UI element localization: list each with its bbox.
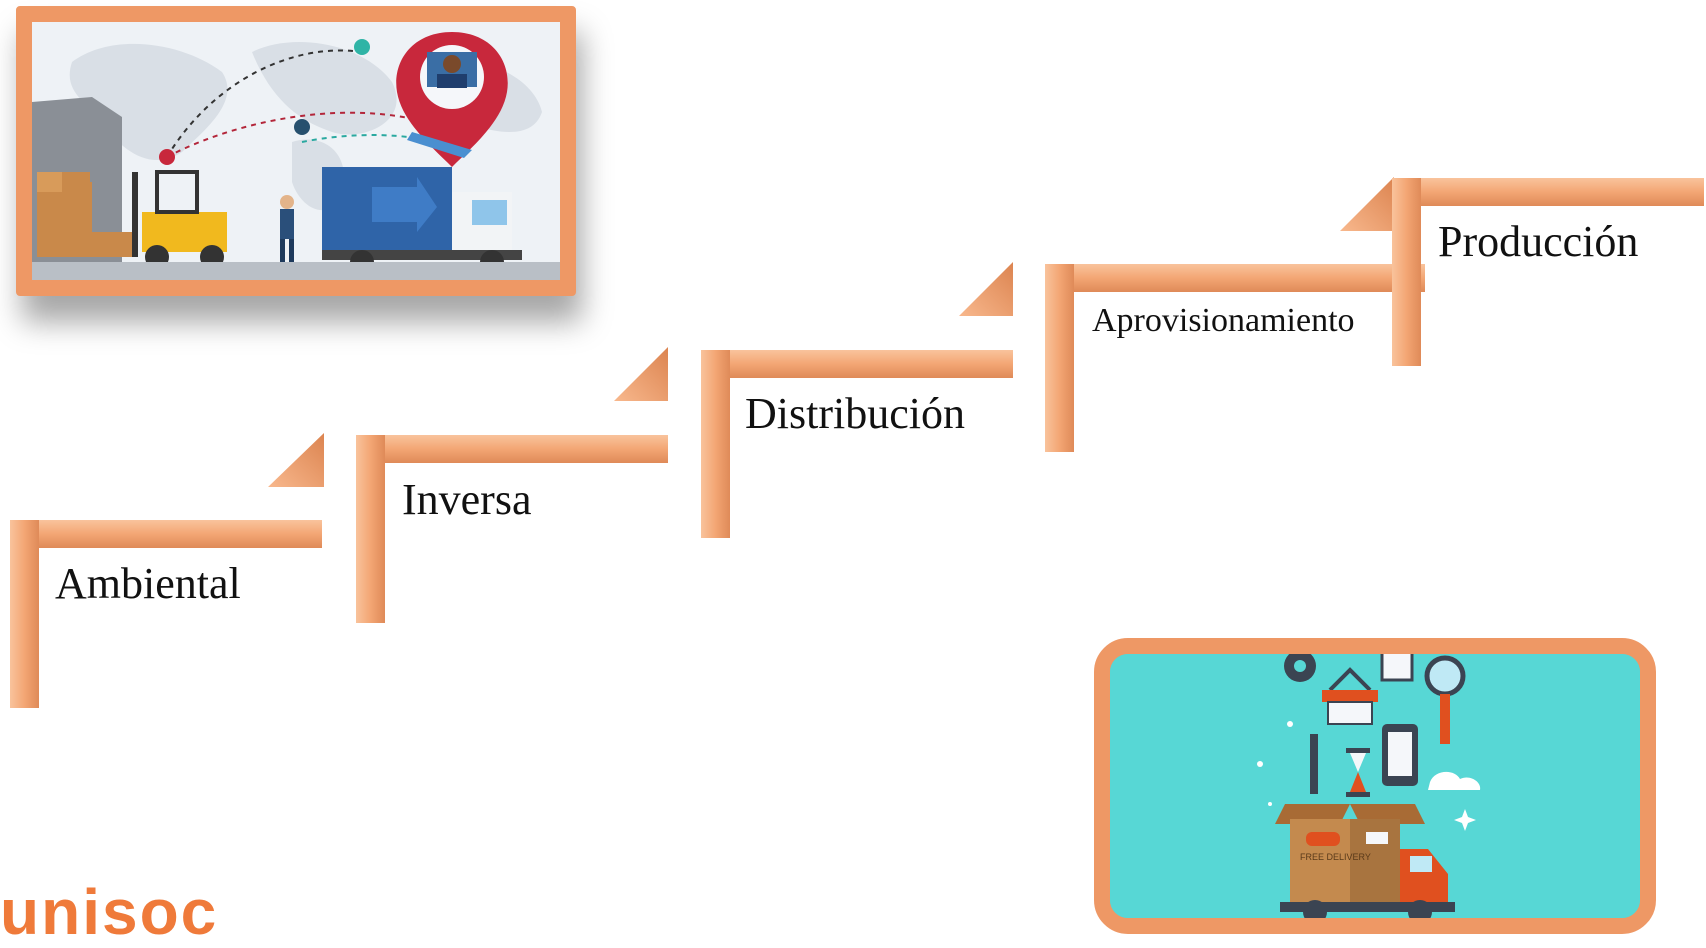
logistics-scene-image xyxy=(32,22,560,280)
step-produccion-bracket xyxy=(1392,178,1704,366)
delivery-truck-icon xyxy=(1280,849,1455,918)
step-label-distribucion: Distribución xyxy=(745,389,965,438)
delivery-box-icon xyxy=(1275,804,1425,904)
document-icon xyxy=(1380,654,1414,682)
gear-icon xyxy=(1284,654,1316,682)
step-label-ambiental: Ambiental xyxy=(55,559,241,608)
staircase-diagram xyxy=(10,177,1704,708)
basket-icon xyxy=(1322,667,1378,725)
brand-logo-fragment: unisoc xyxy=(0,876,219,948)
step-label-produccion: Producción xyxy=(1438,217,1639,266)
phone-icon xyxy=(1382,724,1418,786)
delivery-scene-image: FREE DELIVERY xyxy=(1110,654,1640,918)
step-label-inversa: Inversa xyxy=(402,475,532,524)
magnifier-icon xyxy=(1424,655,1466,744)
logistics-illustration xyxy=(16,6,576,296)
slide: Ambiental Inversa Distribución Aprovisio… xyxy=(0,6,1704,944)
pencil-icon xyxy=(1310,734,1318,794)
cloud-icon xyxy=(1428,771,1481,790)
step-inversa-bracket xyxy=(356,347,668,623)
sparkle-icon xyxy=(1454,809,1476,831)
hourglass-icon xyxy=(1346,748,1370,797)
step-label-aprovisionamiento: Aprovisionamiento xyxy=(1092,302,1355,339)
delivery-box-text: FREE DELIVERY xyxy=(1300,852,1371,862)
delivery-illustration: FREE DELIVERY xyxy=(1094,638,1656,934)
step-distribucion-bracket xyxy=(701,262,1013,538)
step-ambiental-bracket xyxy=(10,433,324,708)
step-aprovisionamiento-bracket xyxy=(1045,177,1425,452)
